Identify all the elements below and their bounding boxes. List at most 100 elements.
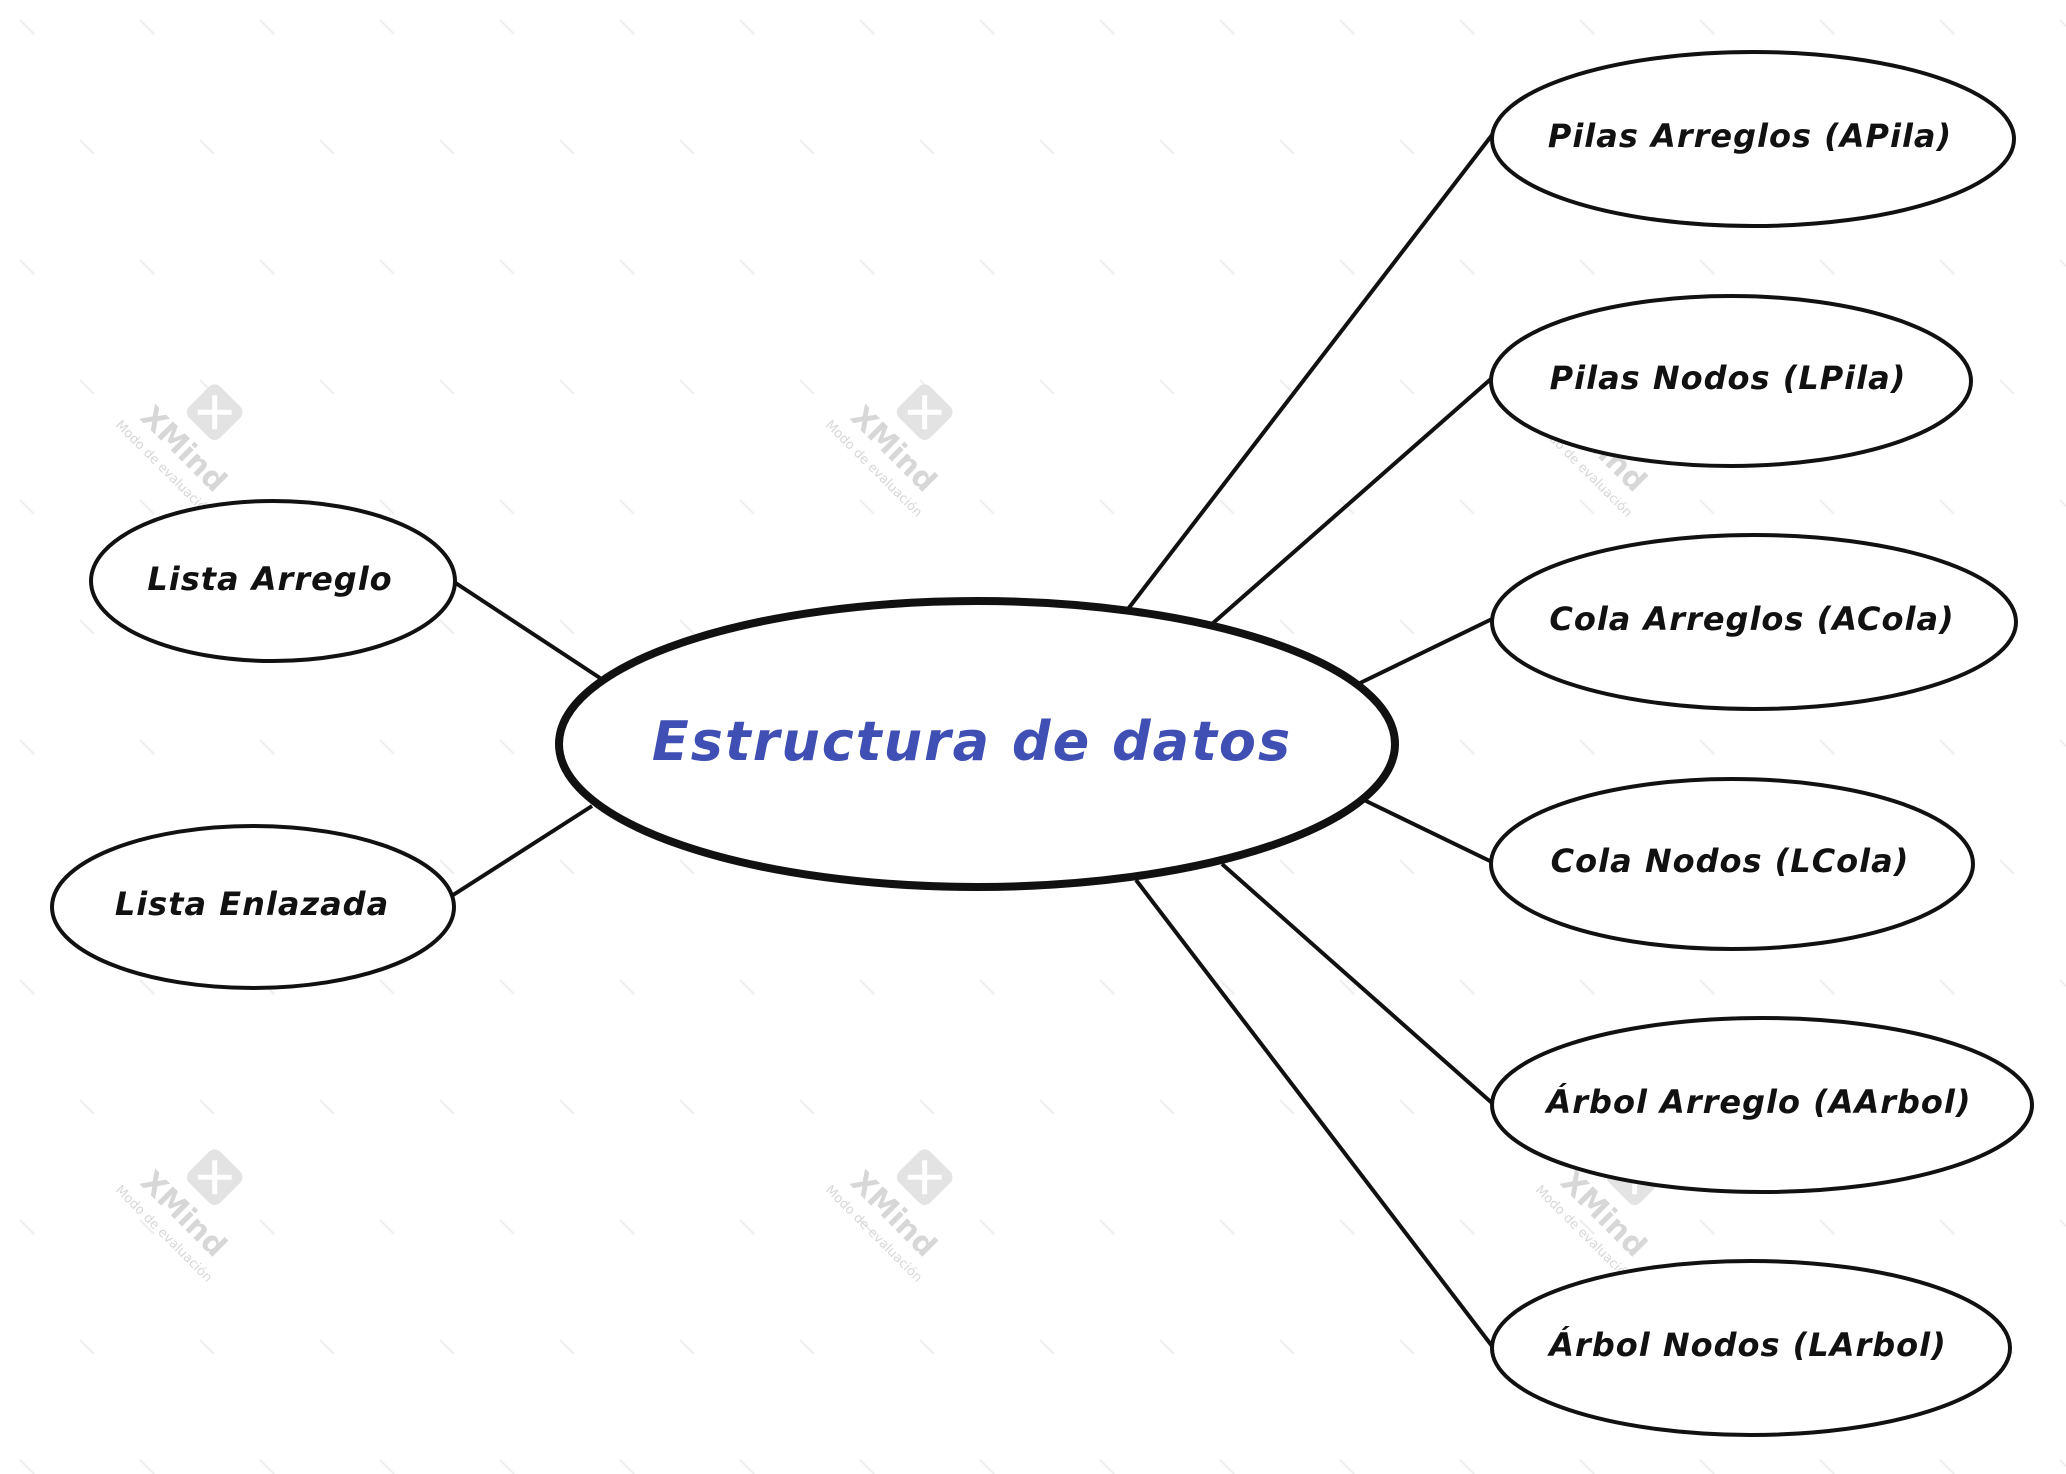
background-mark	[1159, 379, 1175, 395]
background-mark	[2059, 499, 2066, 508]
background-mark	[199, 1099, 215, 1115]
background-mark	[139, 739, 155, 755]
background-mark	[1279, 859, 1295, 875]
background-mark	[1099, 1459, 1115, 1474]
background-mark	[1399, 1339, 1415, 1355]
background-mark	[1399, 1099, 1415, 1115]
node-pilas-arreglos-label: Pilas Arreglos (APila)	[1548, 117, 1952, 155]
background-mark	[1819, 19, 1835, 35]
connector-lista-enlazada	[448, 804, 594, 899]
background-mark	[859, 1219, 875, 1235]
background-mark	[799, 1339, 815, 1355]
background-mark	[1219, 499, 1235, 515]
background-mark	[1579, 19, 1595, 35]
background-mark	[1819, 499, 1835, 515]
background-mark	[859, 499, 875, 515]
background-mark	[259, 259, 275, 275]
node-lista-enlazada[interactable]: Lista Enlazada	[50, 824, 456, 990]
background-mark	[1339, 979, 1355, 995]
connector-lista-arreglo	[446, 576, 602, 680]
connector-lines	[446, 133, 1494, 1348]
central-topic-label: Estructura de datos	[652, 710, 1292, 773]
background-mark	[1279, 1099, 1295, 1115]
background-mark	[139, 1219, 155, 1235]
background-mark	[259, 1459, 275, 1474]
central-topic-shape	[555, 597, 1399, 891]
background-mark	[139, 1459, 155, 1474]
node-arbol-arreglo-shape	[1490, 1016, 2034, 1194]
background-mark	[1219, 1219, 1235, 1235]
background-mark	[919, 1099, 935, 1115]
node-arbol-arreglo[interactable]: Árbol Arreglo (AArbol)	[1490, 1016, 2034, 1194]
node-cola-arreglos-shape	[1490, 533, 2018, 711]
node-arbol-nodos-label: Árbol Nodos (LArbol)	[1546, 1326, 1946, 1364]
background-mark	[1339, 1459, 1355, 1474]
node-pilas-nodos[interactable]: Pilas Nodos (LPila)	[1489, 294, 1973, 468]
background-mark	[1579, 1219, 1595, 1235]
node-arbol-nodos[interactable]: Árbol Nodos (LArbol)	[1490, 1259, 2012, 1437]
background-mark	[199, 139, 215, 155]
background-mark	[1999, 379, 2015, 395]
xmind-logo-icon	[896, 384, 953, 441]
background-mark	[979, 259, 995, 275]
background-mark	[1279, 139, 1295, 155]
xmind-logo-icon	[186, 384, 243, 441]
background-mark	[1939, 979, 1955, 995]
connector-pilas-nodos	[1210, 376, 1494, 626]
node-cola-nodos[interactable]: Cola Nodos (LCola)	[1489, 777, 1975, 951]
background-mark	[739, 979, 755, 995]
background-mark	[1699, 1459, 1715, 1474]
background-mark	[79, 1099, 95, 1115]
node-cola-arreglos[interactable]: Cola Arreglos (ACola)	[1490, 533, 2018, 711]
node-pilas-nodos-shape	[1489, 294, 1973, 468]
background-mark	[19, 19, 35, 35]
background-mark	[259, 739, 275, 755]
background-mark	[679, 1339, 695, 1355]
xmind-logo-icon	[186, 1149, 243, 1206]
background-mark	[979, 1219, 995, 1235]
background-mark	[19, 1459, 35, 1474]
background-mark	[1399, 859, 1415, 875]
background-mark	[19, 739, 35, 755]
background-mark	[559, 619, 575, 635]
background-mark	[1459, 19, 1475, 35]
background-mark	[259, 19, 275, 35]
background-mark	[1279, 379, 1295, 395]
background-mark	[499, 1459, 515, 1474]
node-pilas-arreglos[interactable]: Pilas Arreglos (APila)	[1490, 50, 2016, 228]
background-mark	[619, 259, 635, 275]
node-pilas-arreglos-shape	[1490, 50, 2016, 228]
background-mark	[1159, 1339, 1175, 1355]
background-mark	[499, 979, 515, 995]
background-mark	[1699, 1219, 1715, 1235]
background-mark	[1099, 979, 1115, 995]
central-topic[interactable]: Estructura de datos	[555, 597, 1399, 891]
background-mark	[139, 979, 155, 995]
background-mark	[1399, 379, 1415, 395]
background-mark	[1459, 739, 1475, 755]
background-mark	[1459, 1219, 1475, 1235]
background-mark	[379, 259, 395, 275]
background-mark	[2059, 1459, 2066, 1468]
connector-arbol-arreglo	[1220, 862, 1494, 1105]
background-mark	[1699, 19, 1715, 35]
background-mark	[1159, 139, 1175, 155]
background-mark	[859, 1459, 875, 1474]
background-mark	[619, 19, 635, 35]
background-mark	[1939, 739, 1955, 755]
background-mark	[1459, 1459, 1475, 1474]
background-mark	[1039, 379, 1055, 395]
background-mark	[1039, 139, 1055, 155]
background-mark	[439, 619, 455, 635]
connector-arbol-nodos	[1134, 878, 1494, 1348]
background-mark	[1099, 1219, 1115, 1235]
node-arbol-nodos-shape	[1490, 1259, 2012, 1437]
background-mark	[739, 259, 755, 275]
node-lista-arreglo[interactable]: Lista Arreglo	[89, 499, 457, 663]
background-mark	[379, 1459, 395, 1474]
background-mark	[1939, 1219, 1955, 1235]
